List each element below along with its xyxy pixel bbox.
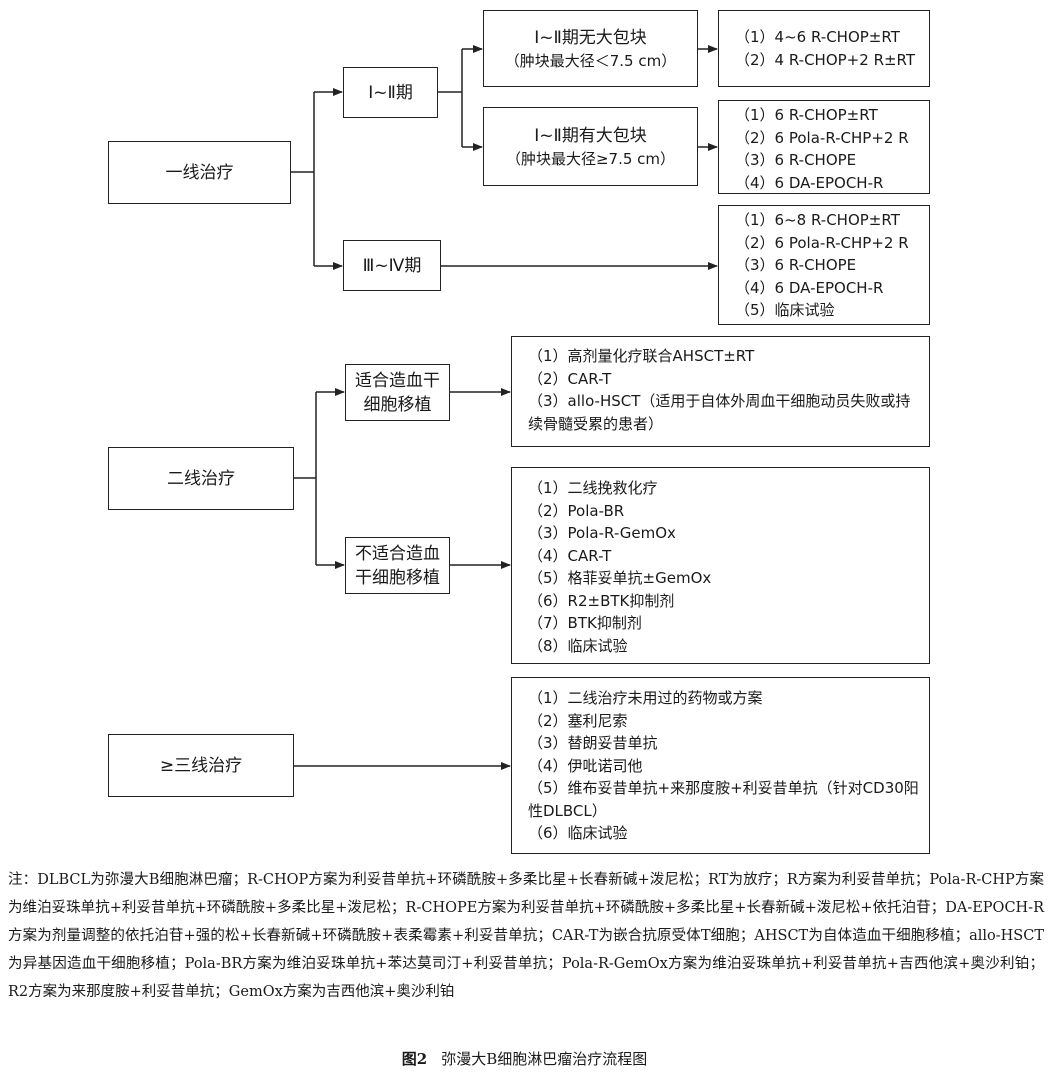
list-item: （1）4~6 R-CHOP±RT [735,28,900,46]
stage-early-box: Ⅰ~Ⅱ期 [343,67,438,118]
eligible-box: 适合造血干 细胞移植 [345,364,450,421]
third-line-options-box: （1）二线治疗未用过的药物或方案 （2）塞利尼索 （3）替朗妥昔单抗 （4）伊吡… [511,677,930,854]
ineligible-options-box: （1）二线挽救化疗 （2）Pola-BR （3）Pola-R-GemOx （4）… [511,467,930,664]
list-item: （5）临床试验 [735,301,835,319]
eligible-options-box: （1）高剂量化疗联合AHSCT±RT （2）CAR-T （3）allo-HSCT… [511,336,930,447]
eligible-label-line2: 细胞移植 [363,394,432,415]
stage-early-label: Ⅰ~Ⅱ期 [368,82,413,103]
list-item: （1）二线治疗未用过的药物或方案 [528,689,763,707]
list-item: （1）6 R-CHOP±RT [735,106,878,124]
list-item: （1）高剂量化疗联合AHSCT±RT [528,347,755,365]
list-item: （3）6 R-CHOPE [735,151,857,169]
list-item: （2）塞利尼索 [528,711,628,730]
list-item: （6）临床试验 [528,824,628,842]
figure-number: 图2 [401,1050,428,1068]
first-line-box: 一线治疗 [108,141,291,204]
list-item: （3）替朗妥昔单抗 [528,734,658,752]
first-line-label: 一线治疗 [165,162,234,183]
stage-late-label: Ⅲ~Ⅳ期 [362,255,422,276]
third-line-box: ≥三线治疗 [108,734,294,797]
list-item: （5）格菲妥单抗±GemOx [528,569,712,587]
list-item: （4）6 DA-EPOCH-R [735,278,884,297]
list-item: （4）6 DA-EPOCH-R [735,173,884,192]
no-bulky-title: Ⅰ~Ⅱ期无大包块 [534,27,647,48]
list-item: （6）R2±BTK抑制剂 [528,591,675,610]
list-item: （1）6~8 R-CHOP±RT [735,211,900,229]
second-line-label: 二线治疗 [167,468,235,489]
list-item: （1）二线挽救化疗 [528,479,658,497]
bulky-title: Ⅰ~Ⅱ期有大包块 [534,125,647,146]
list-item: （3）6 R-CHOPE [735,256,857,274]
list-item: （8）临床试验 [528,636,628,655]
no-bulky-subtitle: （肿块最大径＜7.5 cm） [504,51,677,70]
stage-late-options-box: （1）6~8 R-CHOP±RT （2）6 Pola-R-CHP+2 R （3）… [718,205,930,325]
list-item: （3）Pola-R-GemOx [528,524,676,542]
bulky-box: Ⅰ~Ⅱ期有大包块 （肿块最大径≥7.5 cm） [483,107,698,186]
list-item: （5）维布妥昔单抗+来那度胺+利妥昔单抗（针对CD30阳性DLBCL） [528,779,919,820]
list-item: （4）CAR-T [528,546,612,565]
eligible-label-line1: 适合造血干 [355,370,440,391]
ineligible-label-line2: 干细胞移植 [355,567,440,588]
flowchart-connectors [290,45,718,770]
stage-late-box: Ⅲ~Ⅳ期 [343,240,441,291]
list-item: （2）6 Pola-R-CHP+2 R [735,233,909,252]
third-line-label: ≥三线治疗 [159,755,243,776]
list-item: （7）BTK抑制剂 [528,614,642,632]
list-item: （2）4 R-CHOP+2 R±RT [735,50,916,69]
no-bulky-options-box: （1）4~6 R-CHOP±RT （2）4 R-CHOP+2 R±RT [718,10,930,87]
list-item: （2）CAR-T [528,369,612,388]
second-line-box: 二线治疗 [108,447,294,510]
ineligible-box: 不适合造血 干细胞移植 [345,537,450,594]
figure-title: 弥漫大B细胞淋巴瘤治疗流程图 [441,1050,648,1068]
figure-caption: 图2 弥漫大B细胞淋巴瘤治疗流程图 [0,1048,1049,1069]
connector-first-line [290,92,315,266]
no-bulky-box: Ⅰ~Ⅱ期无大包块 （肿块最大径＜7.5 cm） [483,10,698,87]
ineligible-label-line1: 不适合造血 [355,543,440,564]
bulky-subtitle: （肿块最大径≥7.5 cm） [505,149,676,168]
list-item: （2）Pola-BR [528,501,625,520]
list-item: （3）allo-HSCT（适用于自体外周血干细胞动员失败或持续骨髓受累的患者） [528,392,911,433]
list-item: （4）伊吡诺司他 [528,756,643,775]
list-item: （2）6 Pola-R-CHP+2 R [735,128,909,147]
connector-second-line [293,392,317,565]
figure-note: 注：DLBCL为弥漫大B细胞淋巴瘤；R-CHOP方案为利妥昔单抗+环磷酰胺+多柔… [8,872,1044,1000]
connector-stage-early [437,49,463,147]
bulky-options-box: （1）6 R-CHOP±RT （2）6 Pola-R-CHP+2 R （3）6 … [718,100,930,194]
